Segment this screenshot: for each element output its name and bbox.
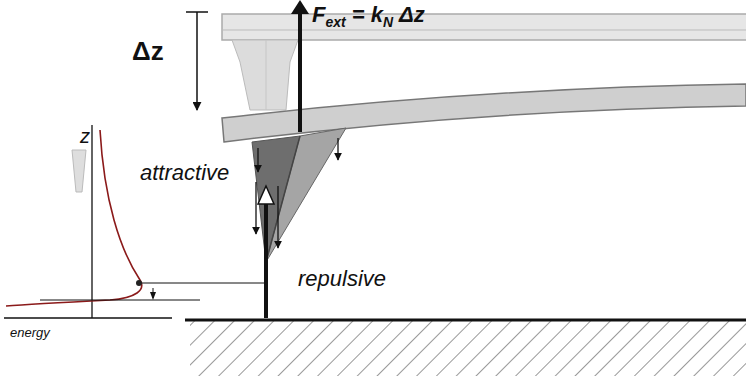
formula-subscript: ext: [325, 14, 345, 30]
formula-subscript: N: [383, 14, 393, 30]
small-tip-icon: [72, 150, 86, 192]
z-axis: [91, 125, 92, 318]
axis-label: z: [80, 126, 90, 146]
surface-line: [185, 319, 746, 322]
deflection-label: Δz: [132, 38, 164, 64]
force-arrow: [298, 10, 302, 132]
surface-hatching: [190, 320, 746, 376]
formula-text: = k: [352, 2, 383, 27]
axis-label: energy: [10, 326, 50, 339]
energy-axis: [4, 317, 172, 318]
repulsive-label: repulsive: [298, 268, 386, 290]
deflection-arrow: [196, 12, 198, 110]
repulsive-arrow: [264, 200, 268, 318]
attractive-label: attractive: [140, 162, 229, 184]
formula-text: Δz: [399, 2, 425, 27]
formula-text: F: [312, 2, 325, 27]
rest-tip: [232, 40, 298, 110]
energy-curve: [6, 130, 142, 306]
tip-right-face: [266, 128, 346, 262]
attractive-arrows: [256, 138, 338, 248]
force-formula: Fext = kN Δz: [312, 4, 425, 29]
